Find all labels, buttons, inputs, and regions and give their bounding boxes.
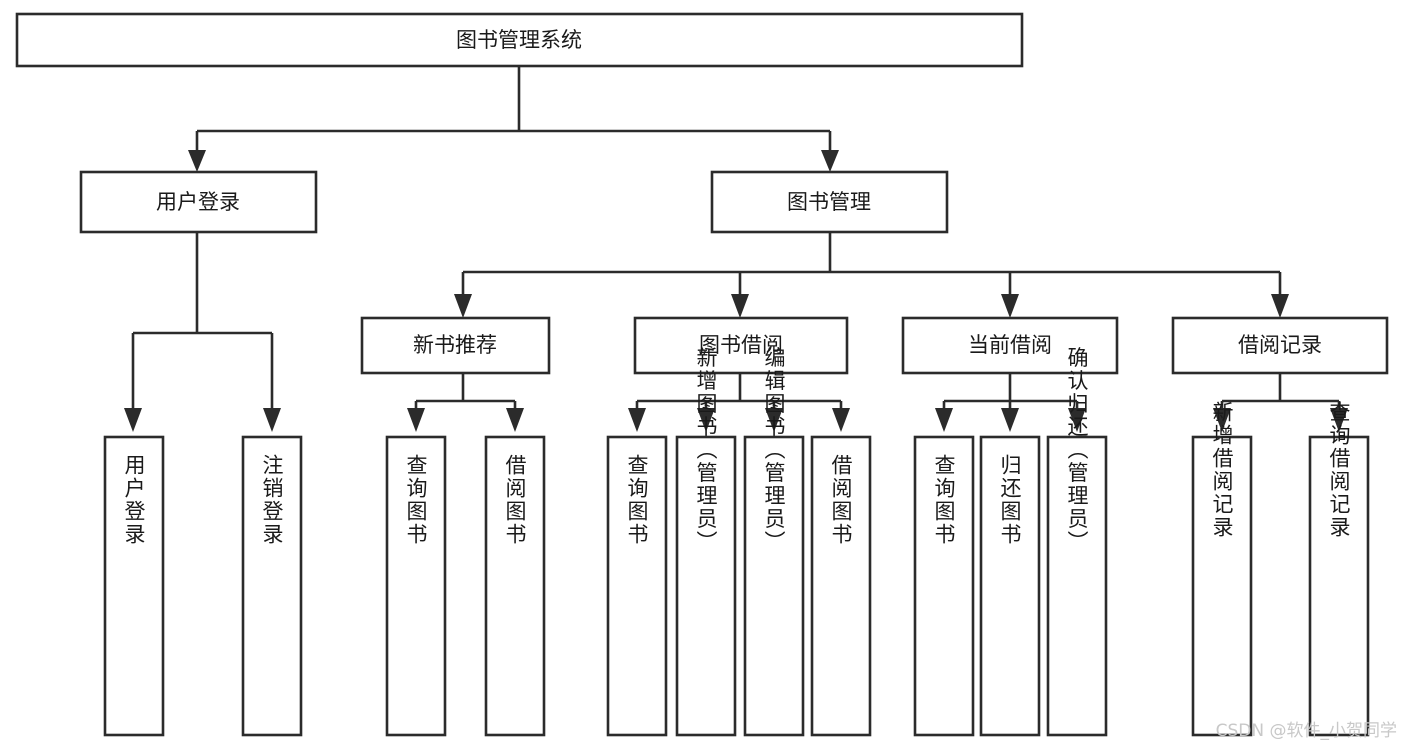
arrow-to-leaf-return-book (1001, 408, 1019, 432)
node-leaf-logout-label: 注销登录 (260, 454, 284, 546)
node-new-book-rec-label: 新书推荐 (413, 333, 497, 357)
node-root[interactable]: 图书管理系统 (15, 12, 1024, 68)
node-leaf-user-login-box[interactable] (103, 435, 165, 737)
node-current-borrow-box[interactable] (901, 316, 1119, 375)
node-leaf-borrow-book-2[interactable]: 借阅图书 (810, 435, 872, 737)
connector-user-login-drop (131, 232, 274, 411)
arrow-to-user-login (188, 150, 206, 172)
node-leaf-add-book[interactable]: 新增图书（管理员） (675, 347, 737, 737)
arrow-to-leaf-edit-book (765, 408, 783, 432)
arrow-to-leaf-query-book-1 (407, 408, 425, 432)
arrow-to-leaf-query-book-3 (935, 408, 953, 432)
node-leaf-query-book-2-box[interactable] (606, 435, 668, 737)
node-book-manage-box[interactable] (710, 170, 949, 234)
node-leaf-query-book-3-label: 查询图书 (932, 454, 956, 546)
arrow-to-book-borrow (731, 294, 749, 318)
node-leaf-borrow-book-1-box[interactable] (484, 435, 546, 737)
arrow-to-leaf-user-login (124, 408, 142, 432)
node-leaf-borrow-book-1[interactable]: 借阅图书 (484, 435, 546, 737)
node-leaf-confirm-return[interactable]: 确认归还（管理员） (1046, 347, 1108, 737)
node-leaf-query-book-2-label: 查询图书 (625, 454, 649, 546)
node-leaf-add-record-label: 新增借阅记录 (1210, 401, 1234, 539)
node-leaf-query-book-1[interactable]: 查询图书 (385, 435, 447, 737)
arrow-to-leaf-borrow-book-2 (832, 408, 850, 432)
node-borrow-record[interactable]: 借阅记录 (1171, 316, 1389, 375)
arrow-to-book-manage (821, 150, 839, 172)
node-book-borrow-box[interactable] (633, 316, 849, 375)
node-leaf-edit-book-box[interactable] (743, 435, 805, 737)
arrow-to-leaf-query-book-2 (628, 408, 646, 432)
connector-current-borrow-drop (942, 373, 1079, 411)
arrow-to-new-book-rec (454, 294, 472, 318)
node-user-login-box[interactable] (79, 170, 318, 234)
node-leaf-confirm-return-box[interactable] (1046, 435, 1108, 737)
node-leaf-query-record-label: 查询借阅记录 (1327, 401, 1351, 539)
node-leaf-confirm-return-label: 确认归还（管理员） (1065, 347, 1089, 554)
arrow-to-leaf-confirm-return (1068, 408, 1086, 432)
node-borrow-record-label: 借阅记录 (1238, 333, 1322, 357)
node-leaf-edit-book-label: 编辑图书（管理员） (762, 347, 786, 554)
node-leaf-borrow-book-1-label: 借阅图书 (503, 454, 527, 546)
node-leaf-add-book-box[interactable] (675, 435, 737, 737)
node-root-box[interactable] (15, 12, 1024, 68)
arrow-to-borrow-record (1271, 294, 1289, 318)
arrow-to-leaf-add-record (1213, 408, 1231, 432)
arrow-to-leaf-query-record (1330, 408, 1348, 432)
node-leaf-query-book-3-box[interactable] (913, 435, 975, 737)
node-book-borrow[interactable]: 图书借阅 (633, 316, 849, 375)
node-book-borrow-label: 图书借阅 (699, 333, 783, 357)
arrow-to-current-borrow (1001, 294, 1019, 318)
node-current-borrow[interactable]: 当前借阅 (901, 316, 1119, 375)
connector-book-borrow-drop (635, 373, 843, 411)
node-leaf-query-book-3[interactable]: 查询图书 (913, 435, 975, 737)
connector-new-book-rec-drop (414, 373, 517, 411)
node-leaf-logout-box[interactable] (241, 435, 303, 737)
node-leaf-query-record[interactable]: 查询借阅记录 (1308, 401, 1370, 737)
node-borrow-record-box[interactable] (1171, 316, 1389, 375)
node-root-label: 图书管理系统 (456, 28, 582, 52)
connector-borrow-record-drop (1220, 373, 1341, 411)
arrow-to-leaf-borrow-book-1 (506, 408, 524, 432)
node-leaf-borrow-book-2-box[interactable] (810, 435, 872, 737)
arrow-to-leaf-logout (263, 408, 281, 432)
node-leaf-logout[interactable]: 注销登录 (241, 435, 303, 737)
node-book-manage[interactable]: 图书管理 (710, 170, 949, 234)
node-leaf-query-book-1-box[interactable] (385, 435, 447, 737)
node-leaf-return-book-box[interactable] (979, 435, 1041, 737)
node-leaf-query-book-2[interactable]: 查询图书 (606, 435, 668, 737)
node-new-book-rec-box[interactable] (360, 316, 551, 375)
node-leaf-user-login-label: 用户登录 (122, 454, 146, 546)
node-leaf-borrow-book-2-label: 借阅图书 (829, 454, 853, 546)
node-leaf-user-login[interactable]: 用户登录 (103, 435, 165, 737)
connector-book-manage-drop (461, 232, 1282, 296)
node-leaf-edit-book[interactable]: 编辑图书（管理员） (743, 347, 805, 737)
node-leaf-query-record-box[interactable] (1308, 435, 1370, 737)
node-leaf-query-book-1-label: 查询图书 (404, 454, 428, 546)
node-current-borrow-label: 当前借阅 (968, 333, 1052, 357)
node-leaf-return-book[interactable]: 归还图书 (979, 435, 1041, 737)
node-leaf-return-book-label: 归还图书 (998, 454, 1022, 546)
node-leaf-add-book-label: 新增图书（管理员） (694, 347, 718, 554)
node-leaf-add-record-box[interactable] (1191, 435, 1253, 737)
node-new-book-rec[interactable]: 新书推荐 (360, 316, 551, 375)
node-user-login[interactable]: 用户登录 (79, 170, 318, 234)
node-book-manage-label: 图书管理 (787, 190, 871, 214)
node-leaf-add-record[interactable]: 新增借阅记录 (1191, 401, 1253, 737)
node-user-login-label: 用户登录 (156, 190, 240, 214)
arrow-to-leaf-add-book (697, 408, 715, 432)
connector-layer (124, 66, 1348, 432)
connector-root-to-bus (195, 66, 832, 158)
